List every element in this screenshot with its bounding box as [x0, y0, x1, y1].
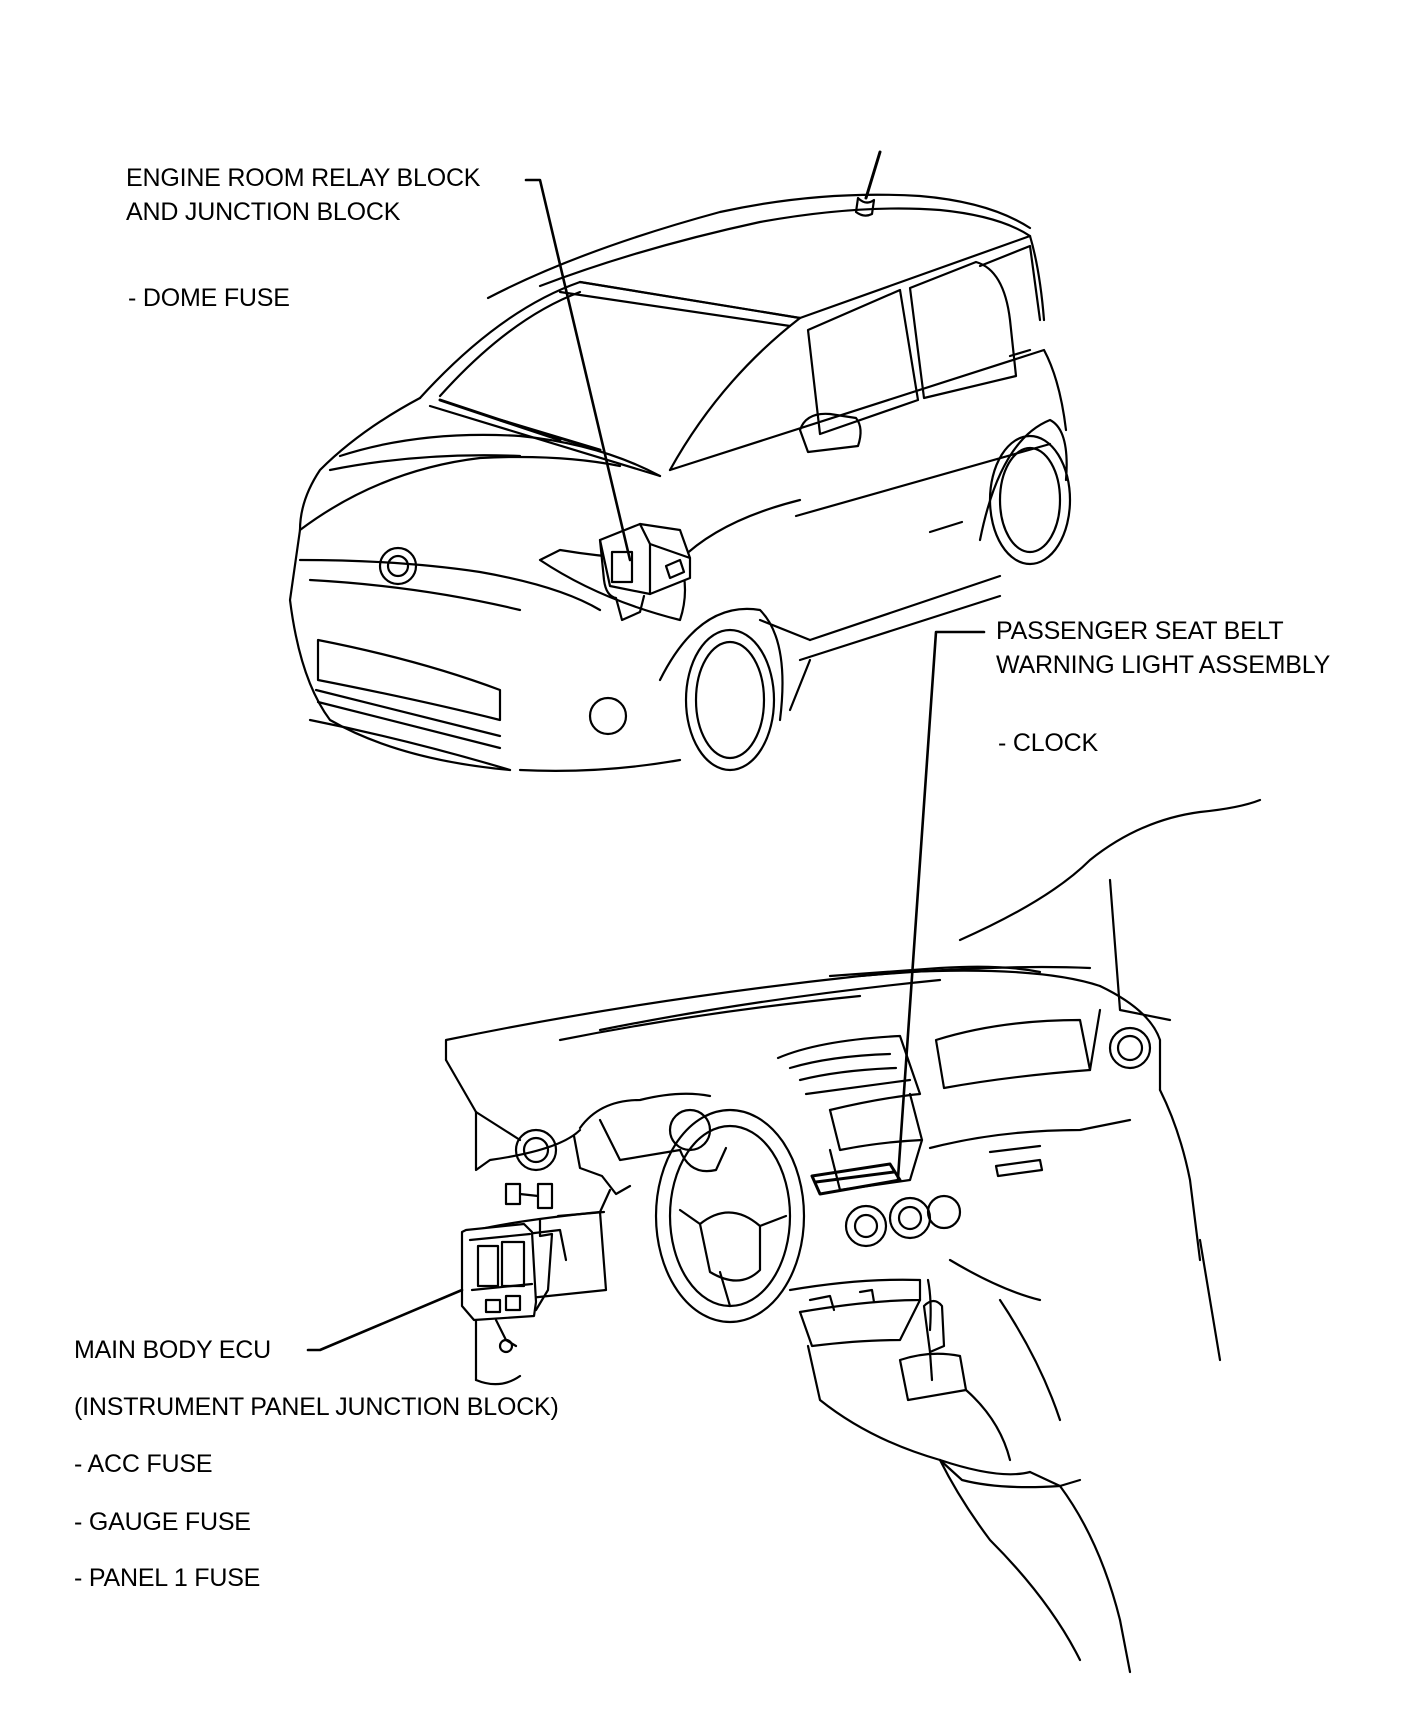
dome-fuse-label: - DOME FUSE — [128, 284, 290, 312]
leader-engine-room — [524, 178, 632, 562]
passenger-seat-belt-label-line1: PASSENGER SEAT BELT — [996, 617, 1284, 645]
leader-passenger-seat-belt — [896, 630, 986, 1180]
instrument-panel-junction-block-label: (INSTRUMENT PANEL JUNCTION BLOCK) — [74, 1393, 559, 1421]
panel-1-fuse-label: - PANEL 1 FUSE — [74, 1564, 261, 1592]
instrument-panel-illustration — [444, 798, 1262, 1674]
main-body-ecu-label: MAIN BODY ECU — [74, 1336, 271, 1364]
passenger-seat-belt-label-line2: WARNING LIGHT ASSEMBLY — [996, 651, 1331, 679]
clock-label: - CLOCK — [998, 729, 1099, 757]
vehicle-exterior-illustration — [288, 150, 1072, 772]
gauge-fuse-label: - GAUGE FUSE — [74, 1508, 251, 1536]
leader-main-body-ecu — [306, 1288, 464, 1352]
leader-lines — [306, 178, 986, 1352]
engine-room-label-line1: ENGINE ROOM RELAY BLOCK — [126, 164, 481, 192]
acc-fuse-label: - ACC FUSE — [74, 1450, 213, 1478]
engine-room-label-line2: AND JUNCTION BLOCK — [126, 198, 401, 226]
